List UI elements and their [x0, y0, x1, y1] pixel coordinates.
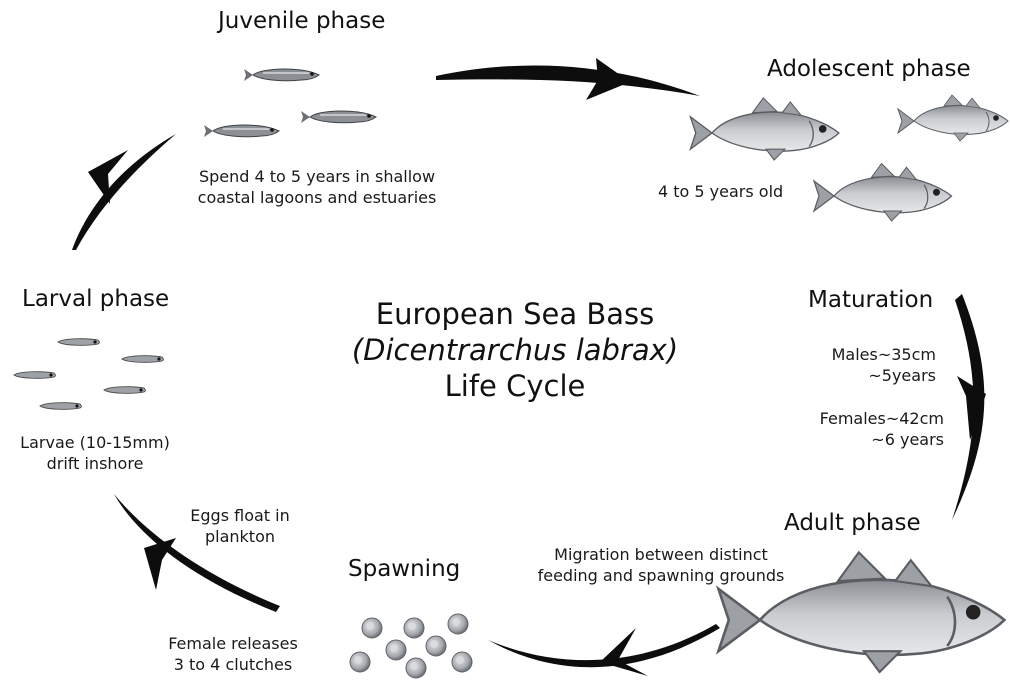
juvenile-description: Spend 4 to 5 years in shallow coastal la…: [172, 166, 462, 208]
eggs-group: [350, 614, 472, 678]
males-size: Males~35cm: [780, 344, 936, 365]
eggs-description: Eggs float in plankton: [180, 505, 300, 547]
adult-phase-label: Adult phase: [784, 510, 921, 536]
females-age: ~6 years: [780, 429, 944, 450]
males-age: ~5years: [780, 365, 936, 386]
eggs-desc-line-2: plankton: [180, 526, 300, 547]
adult-desc-line-1: Migration between distinct: [516, 544, 806, 565]
juvenile-desc-line-2: coastal lagoons and estuaries: [172, 187, 462, 208]
juvenile-phase-label: Juvenile phase: [218, 8, 385, 34]
adolescent-phase-label: Adolescent phase: [767, 56, 971, 82]
arrow-maturation-to-adult: [952, 294, 986, 520]
title-line-3: Life Cycle: [330, 368, 700, 404]
arrow-juvenile-to-adolescent: [436, 58, 700, 100]
title-line-1: European Sea Bass: [330, 296, 700, 332]
title-scientific-name: (Dicentrarchus labrax): [330, 332, 700, 368]
females-size: Females~42cm: [780, 408, 944, 429]
maturation-females: Females~42cm ~6 years: [780, 408, 944, 450]
maturation-label: Maturation: [808, 287, 933, 313]
spawning-desc-line-1: Female releases: [158, 633, 308, 654]
larval-description: Larvae (10-15mm) drift inshore: [10, 432, 180, 474]
juvenile-desc-line-1: Spend 4 to 5 years in shallow: [172, 166, 462, 187]
eggs-desc-line-1: Eggs float in: [180, 505, 300, 526]
spawning-description: Female releases 3 to 4 clutches: [158, 633, 308, 675]
larval-desc-line-1: Larvae (10-15mm): [10, 432, 180, 453]
adult-description: Migration between distinct feeding and s…: [516, 544, 806, 586]
spawning-label: Spawning: [348, 556, 460, 582]
larval-phase-label: Larval phase: [22, 286, 169, 312]
diagram-title: European Sea Bass (Dicentrarchus labrax)…: [330, 296, 700, 404]
juvenile-fish-group: [204, 69, 376, 137]
adolescent-fish-group: [690, 95, 1008, 221]
larvae-group: [14, 339, 164, 410]
spawning-desc-line-2: 3 to 4 clutches: [158, 654, 308, 675]
arrow-adult-to-spawning: [488, 624, 720, 676]
maturation-males: Males~35cm ~5years: [780, 344, 936, 386]
arrow-larval-to-juvenile: [72, 134, 176, 250]
adolescent-description: 4 to 5 years old: [658, 181, 783, 202]
adult-desc-line-2: feeding and spawning grounds: [516, 565, 806, 586]
larval-desc-line-2: drift inshore: [10, 453, 180, 474]
